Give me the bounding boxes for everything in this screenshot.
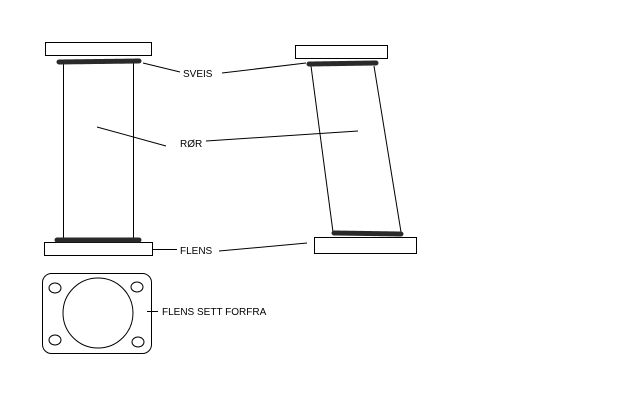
bolt-hole: [131, 336, 145, 348]
flange-bore: [62, 277, 134, 349]
bolt-hole: [48, 282, 62, 294]
pipe-wall-right-b: [373, 65, 402, 233]
leader-pipe-left: [96, 126, 167, 147]
top-weld-right: [306, 60, 379, 67]
leader-lines: [96, 62, 359, 312]
straight-pipe-assembly: [44, 42, 153, 256]
label-pipe: RØR: [180, 139, 202, 150]
top-weld-left: [56, 58, 142, 65]
bolt-hole: [48, 334, 62, 346]
leader-flange-right: [218, 242, 308, 252]
flange-front-view: [42, 273, 152, 354]
leader-pipe-right: [205, 130, 359, 142]
bolt-hole: [130, 281, 144, 293]
bottom-flange-left: [44, 242, 153, 256]
tilted-pipe-assembly: [295, 45, 417, 254]
flange-front-outline: [42, 273, 152, 354]
label-flange: FLENS: [180, 246, 213, 257]
top-flange-right: [295, 45, 388, 59]
label-flange-front: FLENS SETT FORFRA: [162, 307, 267, 318]
bottom-flange-right: [314, 237, 417, 254]
bottom-weld-right: [331, 230, 404, 237]
leader-weld-left: [142, 62, 181, 73]
leader-weld-right: [221, 62, 307, 74]
top-flange-left: [45, 42, 152, 56]
label-weld: SVEIS: [183, 69, 213, 80]
pipe-wall-right-a: [310, 65, 334, 233]
